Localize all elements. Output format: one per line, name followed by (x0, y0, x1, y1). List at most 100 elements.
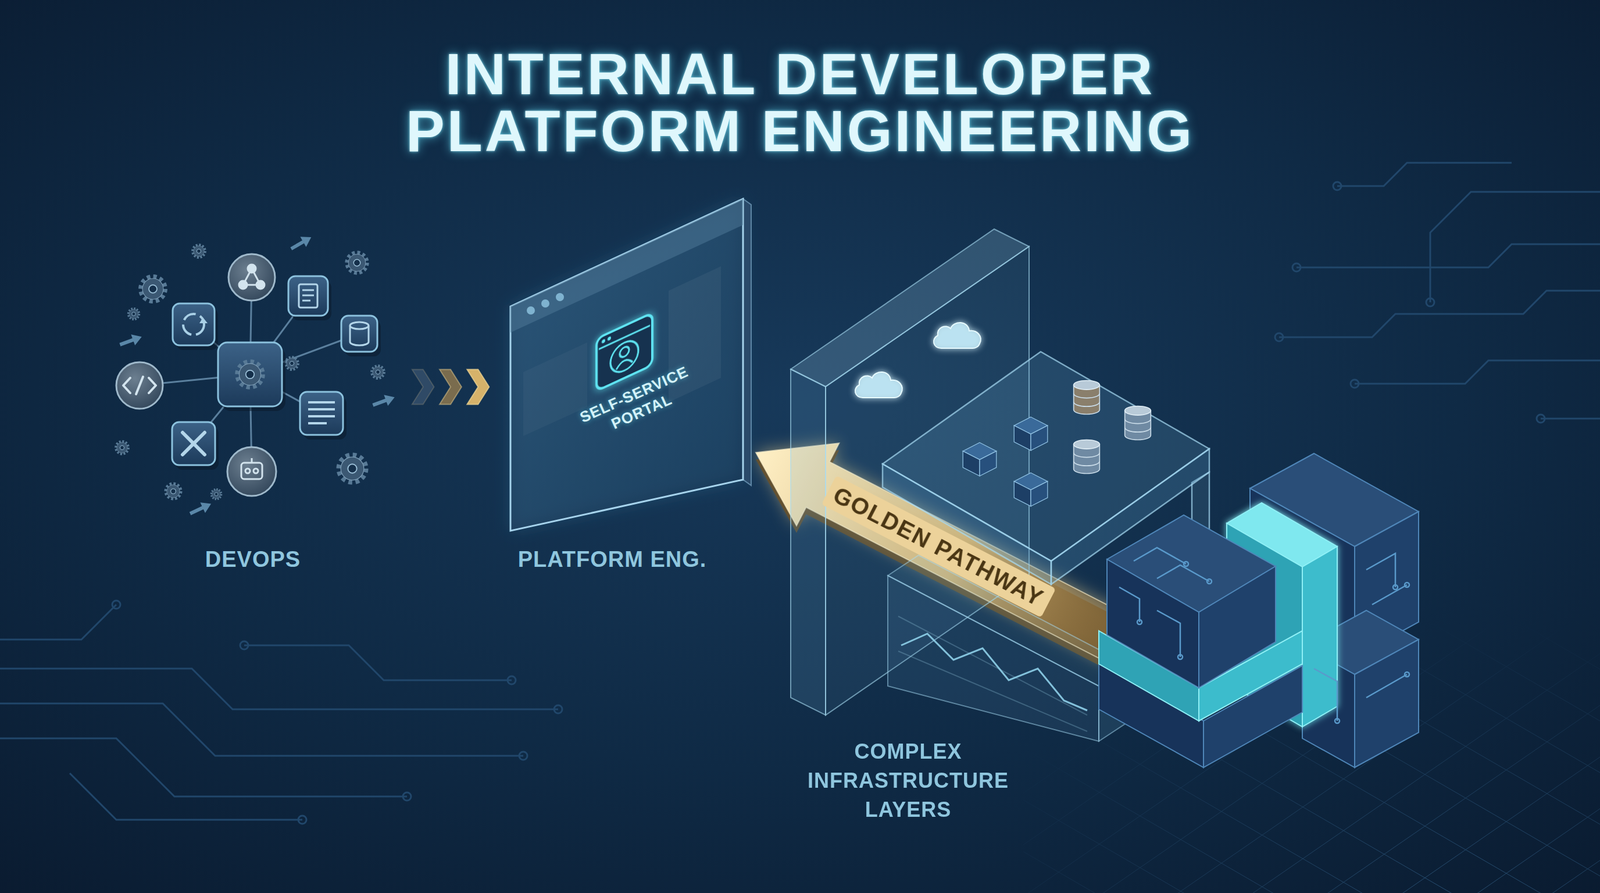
circuit-traces-part (1426, 298, 1435, 307)
portal-window-part-part (610, 336, 639, 377)
devops-icon-cluster-part (182, 432, 205, 455)
circuit-traces-part (240, 641, 249, 650)
devops-icon-cluster-part (140, 276, 166, 302)
circuit-details-part (1334, 718, 1340, 724)
containers-and-databases-part (1125, 405, 1152, 440)
circuit-details-part (1404, 582, 1410, 588)
devops-icon-cluster-part-part (308, 415, 335, 418)
devops-icon-cluster-part-part (241, 462, 263, 480)
devops-icon-cluster-part (218, 342, 282, 407)
cloud-icons (855, 322, 981, 398)
circuit-traces-part (69, 773, 303, 820)
devops-icon-cluster-part-part (251, 458, 253, 463)
devops-icon-cluster-part-part (123, 377, 131, 394)
circuit-traces-part (507, 676, 516, 685)
chevron (412, 369, 435, 405)
infrastructure-stack: COMPLEX INFRASTRUCTURE LAYERS (779, 279, 1425, 832)
devops-icon-cluster-part (165, 483, 181, 499)
pathway-label: GOLDEN PATHWAY (821, 475, 1056, 618)
devops-icon-cluster-part (115, 441, 129, 455)
devops-icon-cluster-part (172, 422, 216, 466)
compute-blocks-part-part (1302, 546, 1338, 727)
circuit-details-part (1177, 654, 1183, 660)
portal-window-part (541, 299, 550, 308)
devops-icon-cluster-part (228, 254, 275, 301)
portal-window-part (555, 293, 564, 302)
circuit-traces-part (1350, 379, 1359, 388)
devops-icon-cluster-part-part (350, 322, 369, 330)
devops-icon-cluster-part (118, 331, 144, 350)
circuit-traces-part (298, 815, 307, 824)
circuit-traces (0, 162, 1600, 824)
devops-icon-cluster-part (285, 356, 299, 370)
circuit-traces-part (244, 645, 512, 681)
portal-window-part-part (619, 345, 630, 359)
circuit-details-part (1133, 547, 1187, 564)
devops-icon-cluster-part (288, 231, 315, 254)
circuit-traces-part (1275, 333, 1284, 342)
devops-icon-cluster-part (298, 284, 318, 308)
circuit-traces-part (1279, 290, 1600, 338)
devops-icon-cluster-part-part (298, 284, 318, 308)
circuit-details-part (1183, 561, 1189, 567)
circuit-traces-part (1292, 263, 1301, 272)
circuit-traces-part (1536, 414, 1545, 423)
monitoring-layer-part (898, 616, 1088, 716)
devops-icon-cluster-part-part (302, 294, 314, 297)
portal-window-part-part (601, 338, 606, 345)
portal-window-part (510, 198, 744, 531)
monitoring-layer-part (898, 651, 1088, 732)
self-service-portal: SELF-SERVICE PORTALPLATFORM ENG. (500, 191, 756, 582)
circuit-details (1119, 547, 1410, 724)
portal-window-part-part (616, 356, 633, 370)
cloud-icons-part (933, 322, 981, 349)
circuit-details-part (1156, 565, 1210, 582)
circuit-traces-part (0, 703, 524, 756)
devops-icon-cluster-part (371, 365, 385, 379)
portal-window-part (526, 306, 535, 315)
devops-icon-cluster-part-part (182, 432, 205, 455)
circuit-traces-part (554, 705, 563, 714)
devops-icon-cluster-part-part (148, 377, 156, 394)
devops-group: DEVOPS (104, 232, 402, 576)
devops-icon-cluster-part (288, 276, 328, 316)
containers-and-databases-part (1013, 472, 1048, 507)
devops-icon-cluster-part (192, 244, 206, 258)
group-label: DEVOPS (104, 545, 402, 573)
compute-blocks-part (1106, 559, 1199, 688)
devops-icon-cluster-part (350, 322, 369, 346)
devops-icon-cluster-part (187, 498, 214, 519)
devops-icon-cluster-part (123, 376, 156, 395)
circuit-traces-part (1354, 360, 1600, 384)
circuit-traces-part (1430, 191, 1600, 303)
devops-icon-cluster-part (341, 315, 378, 352)
compute-blocks-part (1354, 639, 1419, 768)
devops-icon-cluster-part-part (238, 280, 248, 289)
compute-blocks (1098, 453, 1419, 768)
chevron (466, 369, 489, 405)
devops-icon-cluster-part (183, 313, 205, 335)
devops-icon-cluster-part (227, 447, 277, 496)
containers-and-databases (962, 380, 1151, 506)
layer-label: COMPLEX INFRASTRUCTURE LAYERS (791, 737, 1025, 825)
devops-icon-cluster-part (128, 308, 140, 320)
devops-icon-cluster-part-part (256, 280, 265, 289)
monitoring-layer-part (887, 575, 1099, 742)
devops-icon-cluster-part-part (302, 300, 311, 302)
circuit-traces-part (0, 738, 407, 797)
diagram-title-slot: INTERNAL DEVELOPER PLATFORM ENGINEERING (334, 45, 1266, 160)
circuit-details-part (1393, 584, 1398, 590)
containers-and-databases-part (1073, 380, 1100, 414)
circuit-details-part (1313, 668, 1338, 721)
group-label-slot: DEVOPS (104, 545, 402, 573)
pathway-label-slot: GOLDEN PATHWAY (821, 475, 1056, 618)
circuit-traces-part (402, 792, 412, 801)
devops-icon-cluster-part-part (136, 376, 144, 395)
devops-icon-cluster-part-part (350, 325, 369, 346)
devops-icon-cluster-part-part (253, 468, 259, 474)
circuit-details-part (1137, 619, 1142, 625)
devops-icon-cluster-part-part (308, 401, 335, 404)
